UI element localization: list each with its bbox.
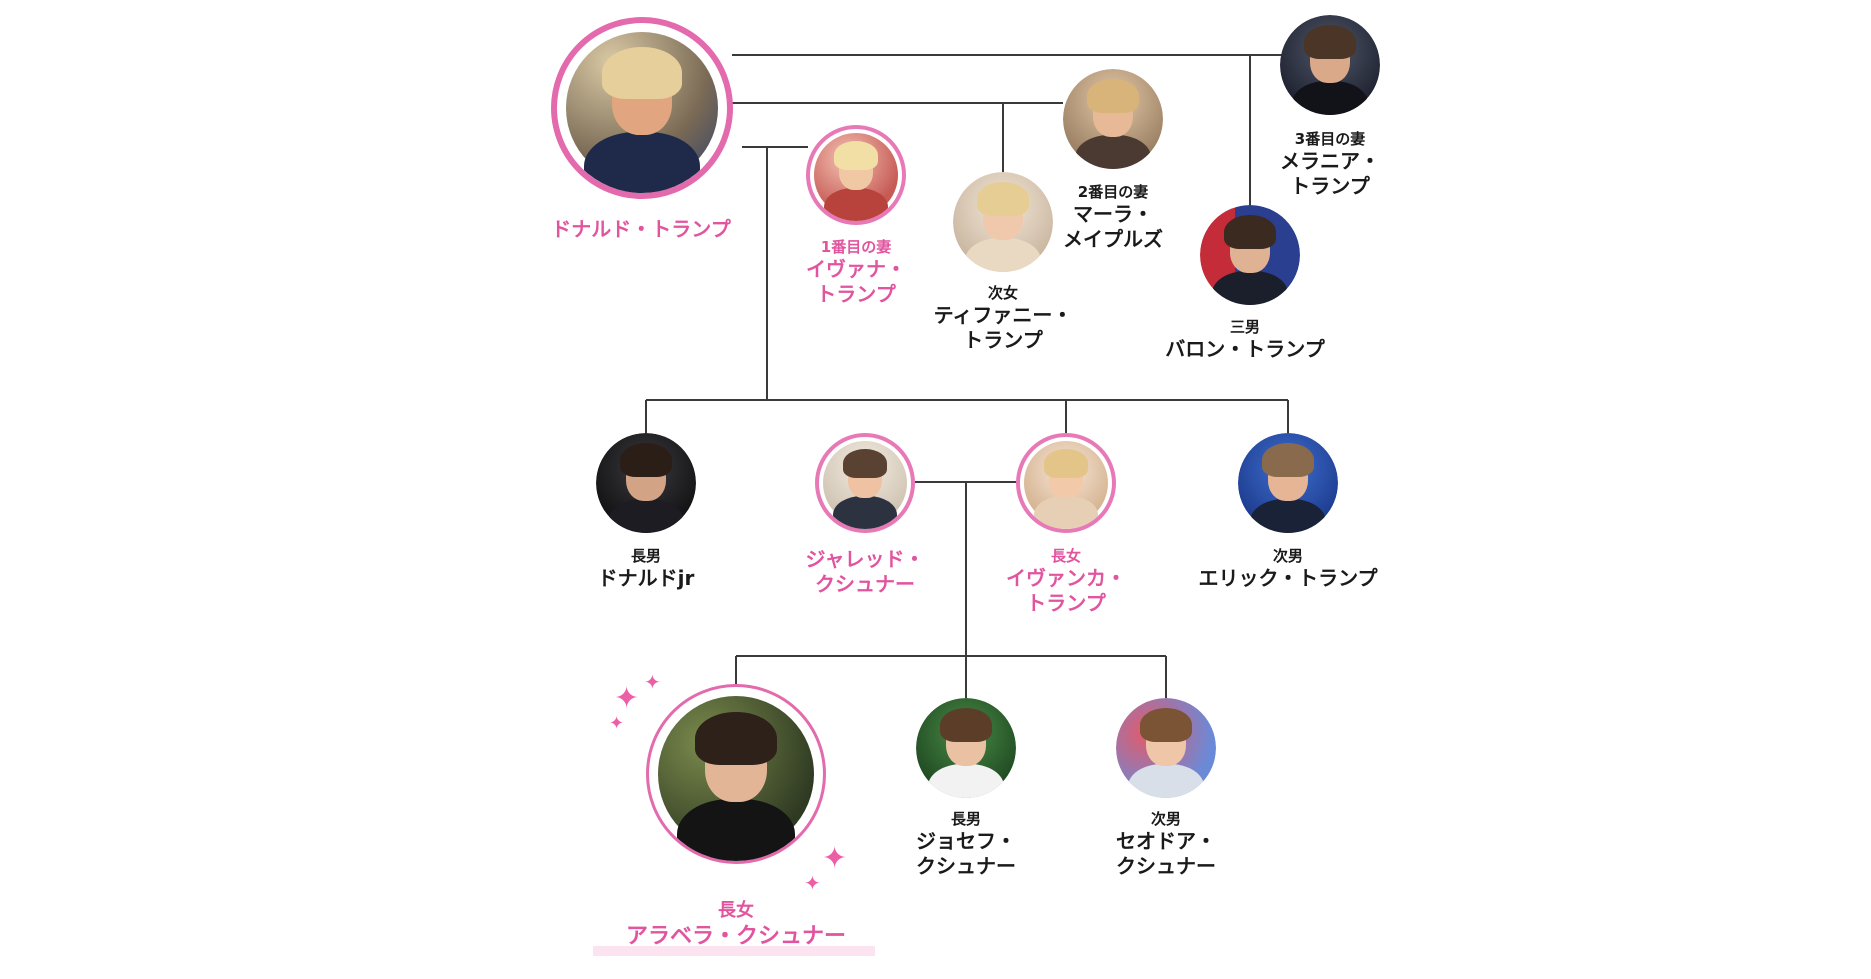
- theodore-kushner-role: 次男: [1150, 810, 1181, 828]
- barron-trump-label: 三男 バロン・トランプ: [1165, 318, 1324, 362]
- ivanka-trump-role: 長女: [1050, 547, 1081, 565]
- arabella-kushner-name: アラベラ・クシュナー: [625, 923, 847, 949]
- marla-maples-role: 2番目の妻: [1077, 183, 1149, 201]
- donald-jr-photo: [596, 433, 696, 533]
- arabella-kushner-label: 長女 アラベラ・クシュナー: [626, 900, 846, 950]
- marla-maples-name-line2: メイプルズ: [1063, 226, 1163, 251]
- ivanka-trump-name-line1: イヴァンカ・: [1006, 565, 1126, 590]
- jared-kushner-name-line2: クシュナー: [815, 572, 915, 596]
- ivana-trump-photo: [806, 125, 906, 225]
- ivana-trump-name-line2: トランプ: [816, 281, 896, 306]
- arabella-kushner-role: 長女: [717, 900, 754, 921]
- eric-trump-label: 次男 エリック・トランプ: [1199, 547, 1378, 591]
- sparkle-icon: ✦: [609, 713, 625, 734]
- barron-trump-photo: [1200, 205, 1300, 305]
- sparkle-icon: ✦: [822, 841, 848, 876]
- donald-jr-role: 長男: [630, 547, 661, 565]
- donald-trump-label: ドナルド・トランプ: [551, 217, 730, 242]
- arabella-name-highlight: [593, 946, 875, 956]
- donald-jr-label: 長男 ドナルドjr: [598, 547, 695, 591]
- ivana-trump-label: 1番目の妻 イヴァナ・ トランプ: [806, 238, 906, 307]
- theodore-kushner-name-line1: セオドア・: [1116, 828, 1216, 853]
- ivana-trump-role: 1番目の妻: [820, 238, 892, 256]
- joseph-kushner-photo: [916, 698, 1016, 798]
- marla-maples-photo: [1063, 69, 1163, 169]
- sparkle-icon: ✦: [804, 871, 821, 895]
- eric-trump-photo: [1238, 433, 1338, 533]
- theodore-kushner-photo: [1116, 698, 1216, 798]
- joseph-kushner-name-line2: クシュナー: [916, 853, 1016, 878]
- ivana-trump-name-line1: イヴァナ・: [806, 256, 906, 281]
- barron-trump-name: バロン・トランプ: [1165, 336, 1325, 361]
- jared-kushner-label: ジャレッド・ クシュナー: [806, 547, 925, 597]
- melania-trump-name-line1: メラニア・: [1280, 148, 1380, 173]
- theodore-kushner-name-line2: クシュナー: [1116, 853, 1216, 878]
- tiffany-trump-label: 次女 ティファニー・ トランプ: [934, 284, 1073, 353]
- eric-trump-role: 次男: [1272, 547, 1303, 565]
- eric-trump-name: エリック・トランプ: [1198, 565, 1378, 590]
- joseph-kushner-role: 長男: [950, 810, 981, 828]
- melania-trump-photo: [1280, 15, 1380, 115]
- marla-maples-label: 2番目の妻 マーラ・ メイプルズ: [1063, 183, 1163, 252]
- theodore-kushner-label: 次男 セオドア・ クシュナー: [1116, 810, 1216, 879]
- donald-trump-photo: [551, 17, 733, 199]
- sparkle-icon: ✦: [614, 681, 640, 716]
- marla-maples-name-line1: マーラ・: [1073, 201, 1153, 226]
- tiffany-trump-name-line1: ティファニー・: [933, 302, 1073, 327]
- ivanka-trump-label: 長女 イヴァンカ・ トランプ: [1006, 547, 1126, 616]
- melania-trump-name-line2: トランプ: [1290, 173, 1370, 198]
- jared-kushner-photo: [815, 433, 915, 533]
- barron-trump-role: 三男: [1229, 318, 1260, 336]
- melania-trump-role: 3番目の妻: [1294, 130, 1366, 148]
- melania-trump-label: 3番目の妻 メラニア・ トランプ: [1280, 130, 1380, 199]
- ivanka-trump-photo: [1016, 433, 1116, 533]
- donald-trump-name: ドナルド・トランプ: [551, 217, 731, 241]
- joseph-kushner-label: 長男 ジョセフ・ クシュナー: [916, 810, 1016, 879]
- jared-kushner-name-line1: ジャレッド・: [805, 547, 925, 571]
- arabella-kushner-photo: [646, 684, 826, 864]
- donald-jr-name: ドナルドjr: [597, 565, 695, 590]
- ivanka-trump-name-line2: トランプ: [1026, 590, 1106, 615]
- joseph-kushner-name-line1: ジョセフ・: [916, 828, 1016, 853]
- tiffany-trump-role: 次女: [987, 284, 1018, 302]
- sparkle-icon: ✦: [644, 670, 661, 694]
- tiffany-trump-name-line2: トランプ: [963, 327, 1043, 352]
- tiffany-trump-photo: [953, 172, 1053, 272]
